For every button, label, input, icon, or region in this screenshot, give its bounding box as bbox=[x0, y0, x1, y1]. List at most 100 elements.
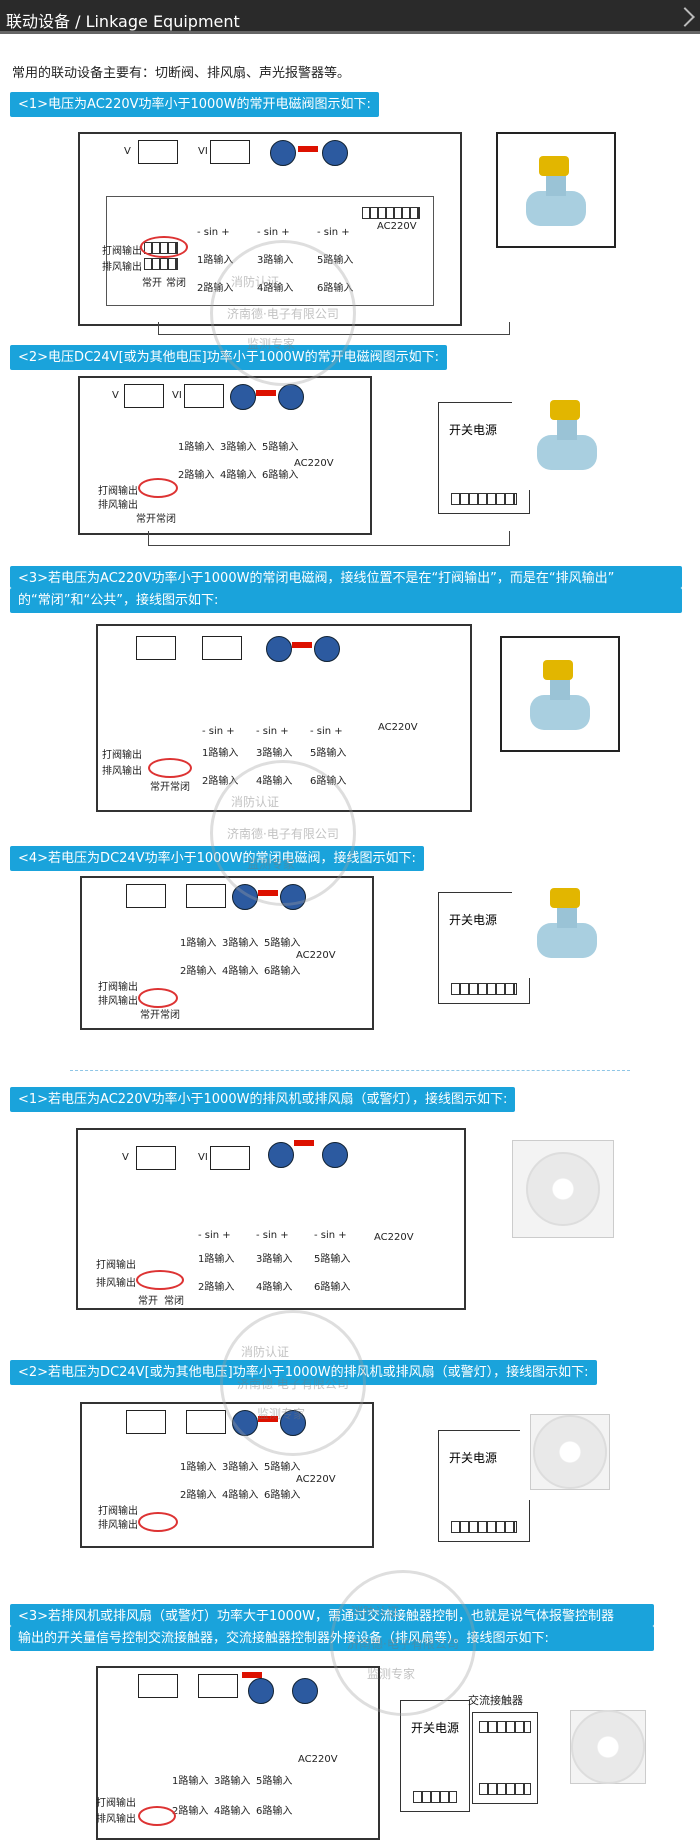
exhaust-fan-photo bbox=[502, 1130, 624, 1248]
watermark-text: 消防认证 bbox=[241, 1345, 290, 1359]
contactor-box bbox=[472, 1712, 538, 1804]
display-v bbox=[138, 140, 178, 164]
ch2-label: 2路输入 bbox=[180, 966, 217, 977]
valve-icon bbox=[521, 156, 591, 226]
sin-label: - sin + bbox=[256, 1230, 289, 1241]
solenoid-valve-photo bbox=[500, 636, 620, 752]
knob-icon bbox=[248, 1678, 274, 1704]
section-bar-3a: <3>若电压为AC220V功率小于1000W的常闭电磁阀，接线位置不是在“打阀输… bbox=[10, 566, 682, 588]
ac-label: AC220V bbox=[298, 1754, 338, 1765]
label-vi: VI bbox=[198, 146, 208, 157]
ac-label: AC220V bbox=[374, 1232, 414, 1243]
psu-label: 开关电源 bbox=[449, 423, 498, 437]
chevron-icon bbox=[675, 7, 695, 27]
knob-icon bbox=[232, 884, 258, 910]
knob-icon bbox=[270, 140, 296, 166]
section-bar-5: <1>若电压为AC220V功率小于1000W的排风机或排风扇（或警灯），接线图示… bbox=[10, 1087, 516, 1112]
ch5-label: 5路输入 bbox=[264, 1462, 301, 1473]
ch1-label: 1路输入 bbox=[178, 442, 215, 453]
no-label: 常开 bbox=[150, 782, 170, 793]
section-bar-6: <2>若电压为DC24V[或为其他电压]功率小于1000W的排风机或排风扇（或警… bbox=[10, 1360, 597, 1385]
status-led bbox=[298, 146, 318, 152]
sin-label: - sin + bbox=[310, 726, 343, 737]
status-led bbox=[258, 1416, 278, 1422]
status-led bbox=[292, 642, 312, 648]
fan-out-label: 排风输出 bbox=[102, 766, 142, 777]
label-vi: VI bbox=[172, 390, 182, 401]
highlight-ring bbox=[140, 236, 188, 258]
intro-text: 常用的联动设备主要有：切断阀、排风扇、声光报警器等。 bbox=[12, 66, 351, 81]
highlight-ring bbox=[138, 478, 178, 498]
sin-label: - sin + bbox=[256, 726, 289, 737]
sin-label: - sin + bbox=[202, 726, 235, 737]
ch6-label: 6路输入 bbox=[310, 776, 347, 787]
valve-out-label: 打阀输出 bbox=[96, 1260, 136, 1271]
ch6-label: 6路输入 bbox=[264, 1490, 301, 1501]
section-bar-3b: 的“常闭”和“公共”，接线图示如下: bbox=[10, 588, 682, 613]
knob-icon bbox=[230, 384, 256, 410]
valve-out-label: 打阀输出 bbox=[98, 1506, 138, 1517]
exhaust-fan-photo bbox=[520, 1404, 620, 1500]
status-led bbox=[258, 890, 278, 896]
ch2-label: 2路输入 bbox=[172, 1806, 209, 1817]
solenoid-valve-photo bbox=[496, 132, 616, 248]
label-v: V bbox=[122, 1152, 129, 1163]
fan-out-label: 排风输出 bbox=[98, 1520, 138, 1531]
knob-icon bbox=[292, 1678, 318, 1704]
status-led bbox=[294, 1140, 314, 1146]
ac-label: AC220V bbox=[377, 221, 417, 232]
psu-label: 开关电源 bbox=[411, 1721, 460, 1735]
sin-label: - sin + bbox=[314, 1230, 347, 1241]
ch5-label: 5路输入 bbox=[310, 748, 347, 759]
section-bar-2: <2>电压DC24V[或为其他电压]功率小于1000W的常开电磁阀图示如下: bbox=[10, 345, 448, 370]
ch6-label: 6路输入 bbox=[317, 283, 354, 294]
ch1-label: 1路输入 bbox=[197, 255, 234, 266]
display-vi bbox=[186, 1410, 226, 1434]
controller-diagram-7: 1路输入 3路输入 5路输入 2路输入 4路输入 6路输入 打阀输出 排风输出 … bbox=[96, 1666, 380, 1840]
display-v bbox=[126, 1410, 166, 1434]
ch3-label: 3路输入 bbox=[214, 1776, 251, 1787]
valve-icon bbox=[525, 660, 595, 730]
ch4-label: 4路输入 bbox=[222, 966, 259, 977]
knob-icon bbox=[322, 140, 348, 166]
no-label: 常开 bbox=[136, 514, 156, 525]
display-v bbox=[126, 884, 166, 908]
status-led bbox=[242, 1672, 262, 1678]
display-vi bbox=[184, 384, 224, 408]
ch6-label: 6路输入 bbox=[256, 1806, 293, 1817]
ac-label: AC220V bbox=[294, 458, 334, 469]
sin-label: - sin + bbox=[198, 1230, 231, 1241]
power-supply-box: 开关电源 bbox=[438, 1430, 530, 1542]
ch4-label: 4路输入 bbox=[257, 283, 294, 294]
fan-out-label: 排风输出 bbox=[96, 1278, 136, 1289]
controller-diagram-3: - sin + - sin + - sin + 1路输入 3路输入 5路输入 2… bbox=[96, 624, 472, 812]
valve-out-label: 打阀输出 bbox=[98, 486, 138, 497]
nc-label: 常闭 bbox=[170, 782, 190, 793]
output-terminal bbox=[144, 258, 178, 270]
knob-icon bbox=[280, 1410, 306, 1436]
nc-label: 常闭 bbox=[156, 514, 176, 525]
status-led bbox=[256, 390, 276, 396]
ch4-label: 4路输入 bbox=[220, 470, 257, 481]
controller-diagram-2: V VI 1路输入 3路输入 5路输入 2路输入 4路输入 6路输入 打阀输出 … bbox=[78, 376, 372, 535]
knob-icon bbox=[268, 1142, 294, 1168]
exhaust-fan-photo bbox=[560, 1700, 656, 1794]
controller-diagram-1: V VI - sin + - sin + - sin + 1路输入 3路输入 5… bbox=[78, 132, 462, 326]
ch6-label: 6路输入 bbox=[264, 966, 301, 977]
display-v bbox=[136, 1146, 176, 1170]
ch5-label: 5路输入 bbox=[262, 442, 299, 453]
section-bar-7b: 输出的开关量信号控制交流接触器，交流接触器控制器外接设备（排风扇等）。接线图示如… bbox=[10, 1626, 654, 1651]
controller-diagram-4: 1路输入 3路输入 5路输入 2路输入 4路输入 6路输入 打阀输出 排风输出 … bbox=[80, 876, 374, 1030]
knob-icon bbox=[266, 636, 292, 662]
ch1-label: 1路输入 bbox=[198, 1254, 235, 1265]
fan-out-label: 排风输出 bbox=[98, 500, 138, 511]
ch2-label: 2路输入 bbox=[178, 470, 215, 481]
solenoid-valve-photo bbox=[512, 378, 622, 490]
section-bar-1: <1>电压为AC220V功率小于1000W的常开电磁阀图示如下: bbox=[10, 92, 379, 117]
ch6-label: 6路输入 bbox=[314, 1282, 351, 1293]
highlight-ring bbox=[138, 988, 178, 1008]
section-header: 联动设备 / Linkage Equipment bbox=[0, 0, 700, 34]
ac-label: AC220V bbox=[296, 1474, 336, 1485]
header-title: 联动设备 / Linkage Equipment bbox=[6, 12, 240, 31]
ch5-label: 5路输入 bbox=[256, 1776, 293, 1787]
